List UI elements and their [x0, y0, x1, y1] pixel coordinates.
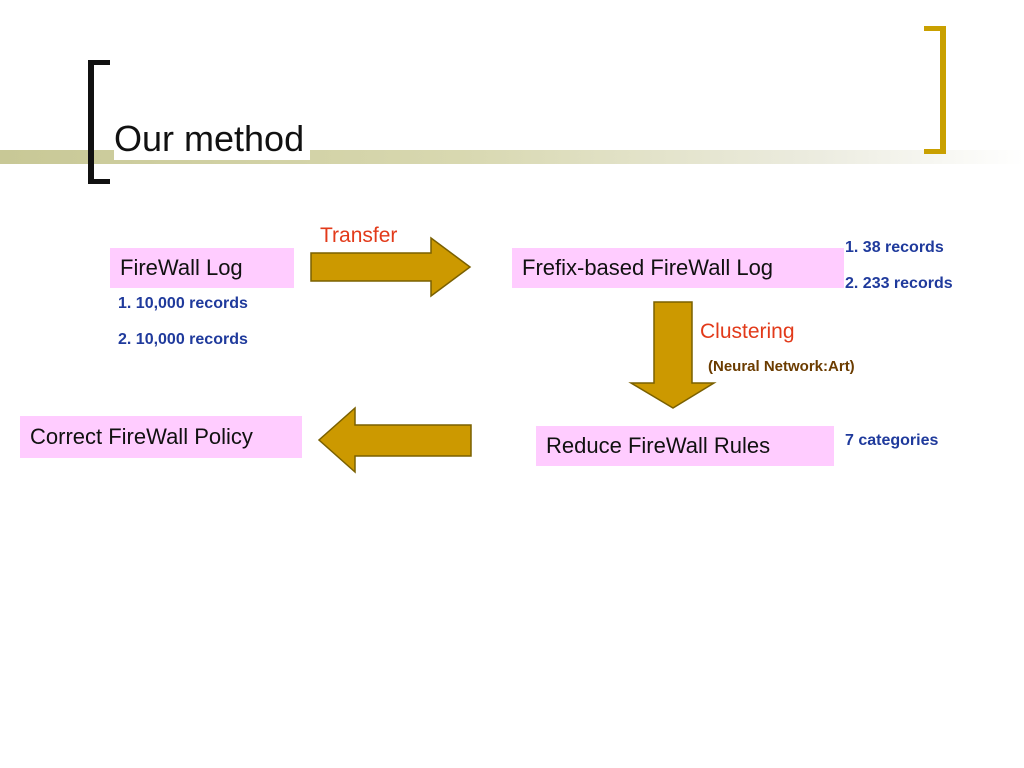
firewall-log-note-2: 2. 10,000 records — [118, 331, 248, 348]
left-bracket-decoration — [88, 60, 110, 184]
arrow-right-transfer — [310, 236, 472, 298]
edge-label-clustering: Clustering — [700, 320, 795, 343]
right-bracket-decoration — [924, 26, 946, 154]
node-reduce-firewall-rules: Reduce FireWall Rules — [536, 426, 834, 466]
page-title: Our method — [114, 118, 311, 160]
edge-label-transfer: Transfer — [320, 224, 398, 247]
node-correct-firewall-policy: Correct FireWall Policy — [20, 416, 302, 458]
edge-label-clustering-method: (Neural Network:Art) — [708, 358, 855, 375]
arrow-left-output — [317, 406, 472, 474]
node-firewall-log: FireWall Log — [110, 248, 294, 288]
node-prefix-based-firewall-log: Frefix-based FireWall Log — [512, 248, 844, 288]
reduce-rules-note: 7 categories — [845, 432, 939, 449]
prefix-log-note-2: 2. 233 records — [845, 275, 953, 292]
firewall-log-note-1: 1. 10,000 records — [118, 295, 248, 312]
prefix-log-note-1: 1. 38 records — [845, 239, 944, 256]
arrow-down-clustering — [628, 301, 717, 409]
